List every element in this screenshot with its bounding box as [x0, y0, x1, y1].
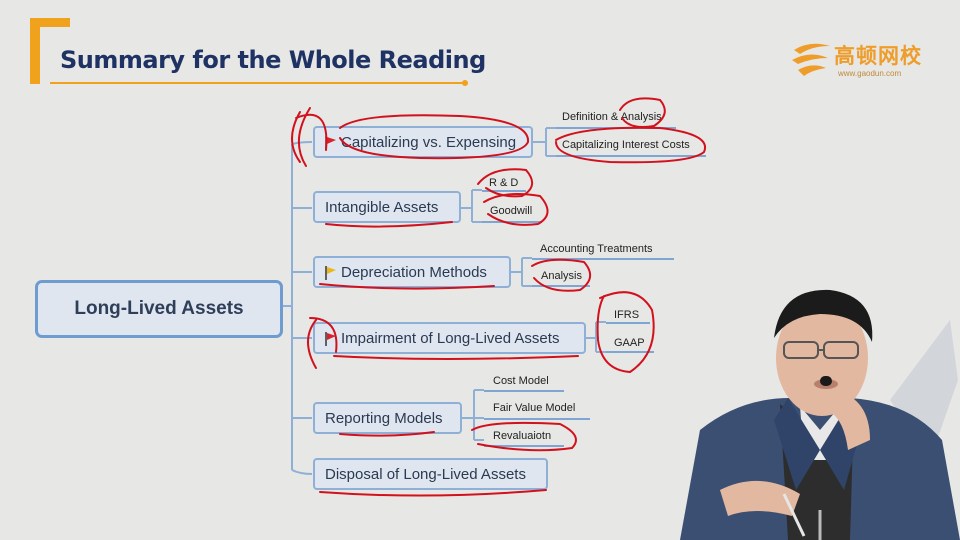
leaf-underline: [484, 390, 564, 392]
leaf-underline: [606, 351, 654, 353]
topic-label: Intangible Assets: [325, 198, 439, 216]
logo-name: 高顿网校: [834, 45, 922, 68]
leaf-underline: [484, 418, 590, 420]
topic-label: Impairment of Long-Lived Assets: [341, 329, 560, 347]
topic-depreciation: Depreciation Methods: [313, 256, 511, 288]
logo-swoosh-icon: [792, 43, 830, 76]
gaodun-logo: 高顿网校 www.gaodun.com: [790, 38, 930, 82]
leaf-accounting-treatments: Accounting Treatments: [540, 243, 653, 255]
root-node: Long-Lived Assets: [35, 280, 283, 338]
title-bracket: [30, 18, 40, 84]
leaf-analysis: Analysis: [541, 270, 582, 282]
leaf-underline: [556, 155, 706, 157]
leaf-underline: [532, 285, 590, 287]
leaf-capitalizing-interest: Capitalizing Interest Costs: [562, 139, 690, 151]
topic-label: Disposal of Long-Lived Assets: [325, 465, 526, 483]
title-underline: [50, 82, 464, 84]
title-bracket: [30, 18, 70, 27]
topic-disposal: Disposal of Long-Lived Assets: [313, 458, 548, 490]
topic-capitalizing: Capitalizing vs. Expensing: [313, 126, 533, 158]
leaf-underline: [484, 445, 564, 447]
topic-intangible: Intangible Assets: [313, 191, 461, 223]
leaf-cost-model: Cost Model: [493, 375, 549, 387]
leaf-ifrs: IFRS: [614, 309, 640, 321]
presenter-video: [680, 289, 960, 540]
topic-label: Depreciation Methods: [341, 263, 487, 281]
leaf-rd: R & D: [489, 177, 519, 189]
red-flag-icon: [325, 332, 336, 346]
topic-label: Reporting Models: [325, 409, 443, 427]
yellow-flag-icon: [325, 266, 336, 280]
slide-title: Summary for the Whole Reading: [60, 46, 486, 74]
leaf-gaap: GAAP: [614, 337, 645, 349]
leaf-goodwill: Goodwill: [490, 205, 533, 217]
logo-url: www.gaodun.com: [838, 69, 902, 78]
title-underline-dot: [462, 80, 468, 86]
leaf-underline: [482, 190, 526, 192]
leaf-revaluation: Revaluaiotn: [493, 430, 552, 442]
leaf-underline: [482, 221, 542, 223]
topic-reporting: Reporting Models: [313, 402, 462, 434]
topic-label: Capitalizing vs. Expensing: [341, 133, 517, 151]
leaf-fair-value-model: Fair Value Model: [493, 402, 576, 414]
leaf-underline: [532, 258, 674, 260]
leaf-underline: [606, 322, 650, 324]
leaf-definition-analysis: Definition & Analysis: [562, 111, 662, 123]
topic-impairment: Impairment of Long-Lived Assets: [313, 322, 586, 354]
